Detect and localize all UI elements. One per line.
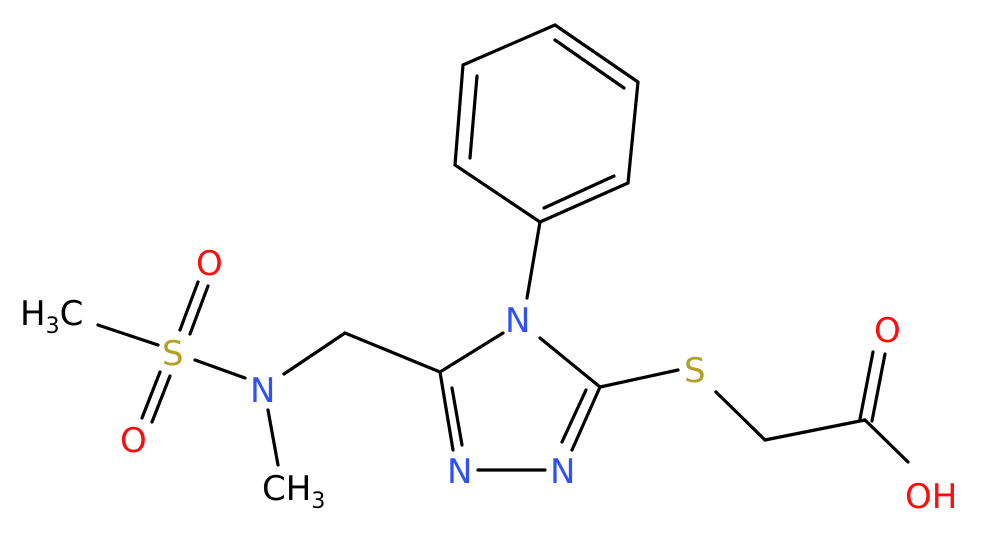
phenyl-ring: [453, 23, 640, 224]
bond-c-o-a: [858, 350, 875, 421]
label-o-bottom: O: [120, 421, 147, 461]
bond-c-o-b: [870, 352, 887, 423]
label-h3c: H3C: [20, 294, 83, 339]
label-n-ch3: CH3: [262, 469, 325, 514]
bond-c3-n4: [538, 336, 602, 389]
bond-s-n: [193, 358, 247, 380]
label-thioether-s: S: [684, 351, 706, 391]
label-triazole-n2: N: [550, 452, 575, 492]
bond-ch2-c5: [343, 331, 442, 374]
bond-c5-n1-inner: [450, 386, 464, 447]
bond-c5-n1: [438, 370, 455, 452]
label-amine-n: N: [250, 371, 275, 411]
bond-s-o-bottom-a: [140, 370, 162, 420]
bond-n2-c3-inner: [560, 388, 588, 444]
bonds: [96, 23, 910, 472]
bond-s-o-top-b: [188, 284, 210, 336]
atom-labels: H3C S O O N CH3 N N N S O OH: [20, 244, 957, 517]
label-triazole-n4: N: [505, 301, 530, 341]
bond-n4-phenyl: [525, 220, 542, 300]
phenyl-inner-3: [542, 174, 616, 210]
bond-c3-s: [598, 368, 680, 389]
phenyl-inner-2: [553, 38, 626, 90]
bond-n2-c3: [570, 385, 602, 452]
bond-s-o-top-a: [178, 280, 200, 332]
bond-ch3-s: [96, 323, 160, 347]
bond-ch2-c: [763, 418, 867, 442]
bond-n4-c5: [438, 331, 505, 374]
bond-c-oh: [863, 418, 910, 464]
label-sulfonyl-s: S: [162, 334, 184, 374]
bond-s-ch2: [714, 390, 767, 442]
label-triazole-n1: N: [447, 452, 472, 492]
label-o-top: O: [196, 244, 223, 284]
label-hydroxyl: OH: [905, 477, 957, 517]
bond-n-ch3: [266, 408, 280, 467]
label-carbonyl-o: O: [874, 311, 901, 351]
phenyl-inner-1: [468, 74, 479, 160]
bond-n-ch2: [282, 331, 347, 376]
bond-s-o-bottom-b: [150, 374, 172, 424]
